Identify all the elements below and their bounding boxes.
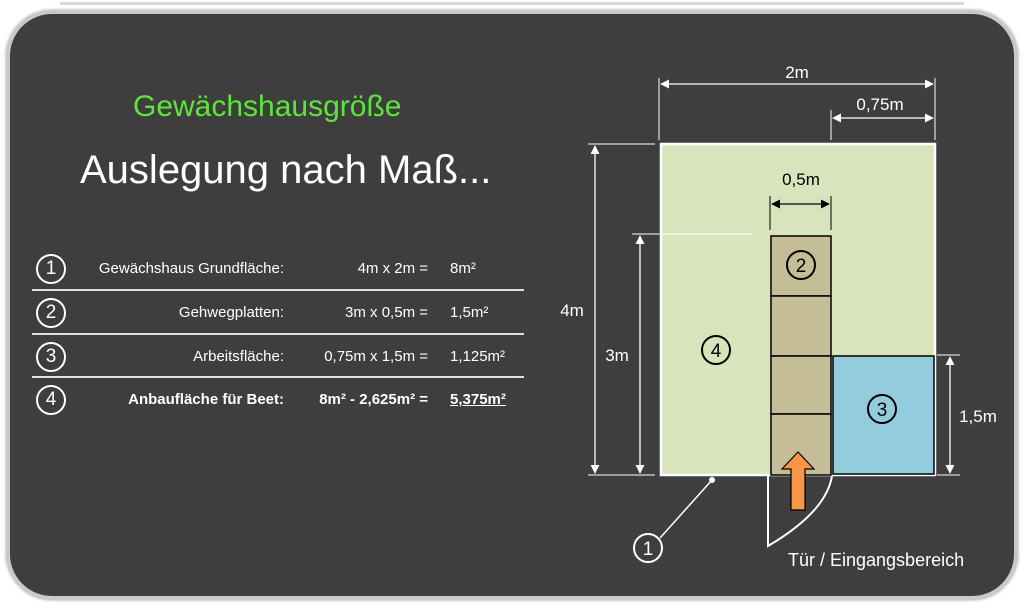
row-label: Gewächshaus Grundfläche: bbox=[98, 260, 284, 277]
table-row: 2 Gehwegplatten: 3m x 0,5m = 1,5m² bbox=[32, 292, 524, 334]
door-swing bbox=[767, 475, 833, 548]
row-number: 2 bbox=[36, 298, 66, 328]
row-calculation: 0,75m x 1,5m = bbox=[324, 348, 428, 365]
row-divider bbox=[32, 376, 524, 378]
row-calculation: 3m x 0,5m = bbox=[345, 304, 428, 321]
dimension-height bbox=[588, 143, 655, 476]
row-number: 4 bbox=[36, 385, 66, 415]
svg-text:3: 3 bbox=[877, 400, 888, 421]
label-15: 1,5m bbox=[959, 407, 997, 426]
label-3m: 3m bbox=[605, 346, 629, 365]
table-row: 3 Arbeitsfläche: 0,75m x 1,5m = 1,125m² bbox=[32, 336, 524, 378]
row-label: Gehwegplatten: bbox=[178, 304, 284, 321]
dimension-width bbox=[658, 78, 936, 140]
label-05: 0,5m bbox=[782, 170, 820, 189]
svg-text:4: 4 bbox=[711, 341, 722, 362]
marker-2: 2 bbox=[786, 250, 816, 280]
row-calculation: 4m x 2m = bbox=[357, 260, 428, 277]
dimension-3m bbox=[632, 233, 752, 474]
page-title: Auslegung nach Maß... bbox=[80, 148, 492, 192]
dimension-05 bbox=[769, 196, 832, 230]
row-calculation: 8m² - 2,625m² = bbox=[319, 391, 428, 408]
table-row: 4 Anbaufläche für Beet: 8m² - 2,625m² = … bbox=[32, 379, 524, 421]
row-result: 1,125m² bbox=[450, 348, 506, 365]
marker-1: 1 bbox=[633, 477, 715, 563]
row-label: Arbeitsfläche: bbox=[193, 348, 284, 365]
row-result: 5,375m² bbox=[450, 391, 506, 408]
svg-text:2: 2 bbox=[796, 256, 807, 277]
row-result: 8m² bbox=[450, 260, 476, 277]
row-number: 1 bbox=[36, 254, 66, 284]
label-075: 0,75m bbox=[856, 95, 903, 114]
work-area bbox=[832, 355, 935, 475]
row-divider bbox=[32, 333, 524, 335]
label-width: 2m bbox=[785, 63, 809, 82]
row-label: Anbaufläche für Beet: bbox=[128, 391, 284, 408]
svg-text:1: 1 bbox=[643, 539, 654, 560]
subtitle: Gewächshausgröße bbox=[133, 90, 402, 123]
marker-4: 4 bbox=[701, 335, 731, 365]
top-border-line bbox=[60, 2, 964, 5]
dimension-075 bbox=[830, 110, 934, 140]
row-number: 3 bbox=[36, 342, 66, 372]
door-label: Tür / Eingangsbereich bbox=[788, 550, 964, 570]
label-height: 4m bbox=[560, 301, 584, 320]
marker-3: 3 bbox=[867, 394, 897, 424]
row-result: 1,5m² bbox=[450, 304, 489, 321]
table-row: 1 Gewächshaus Grundfläche: 4m x 2m = 8m² bbox=[32, 248, 524, 290]
row-divider bbox=[32, 289, 524, 291]
entrance-arrow-icon bbox=[780, 451, 816, 511]
dimension-15 bbox=[937, 354, 960, 476]
